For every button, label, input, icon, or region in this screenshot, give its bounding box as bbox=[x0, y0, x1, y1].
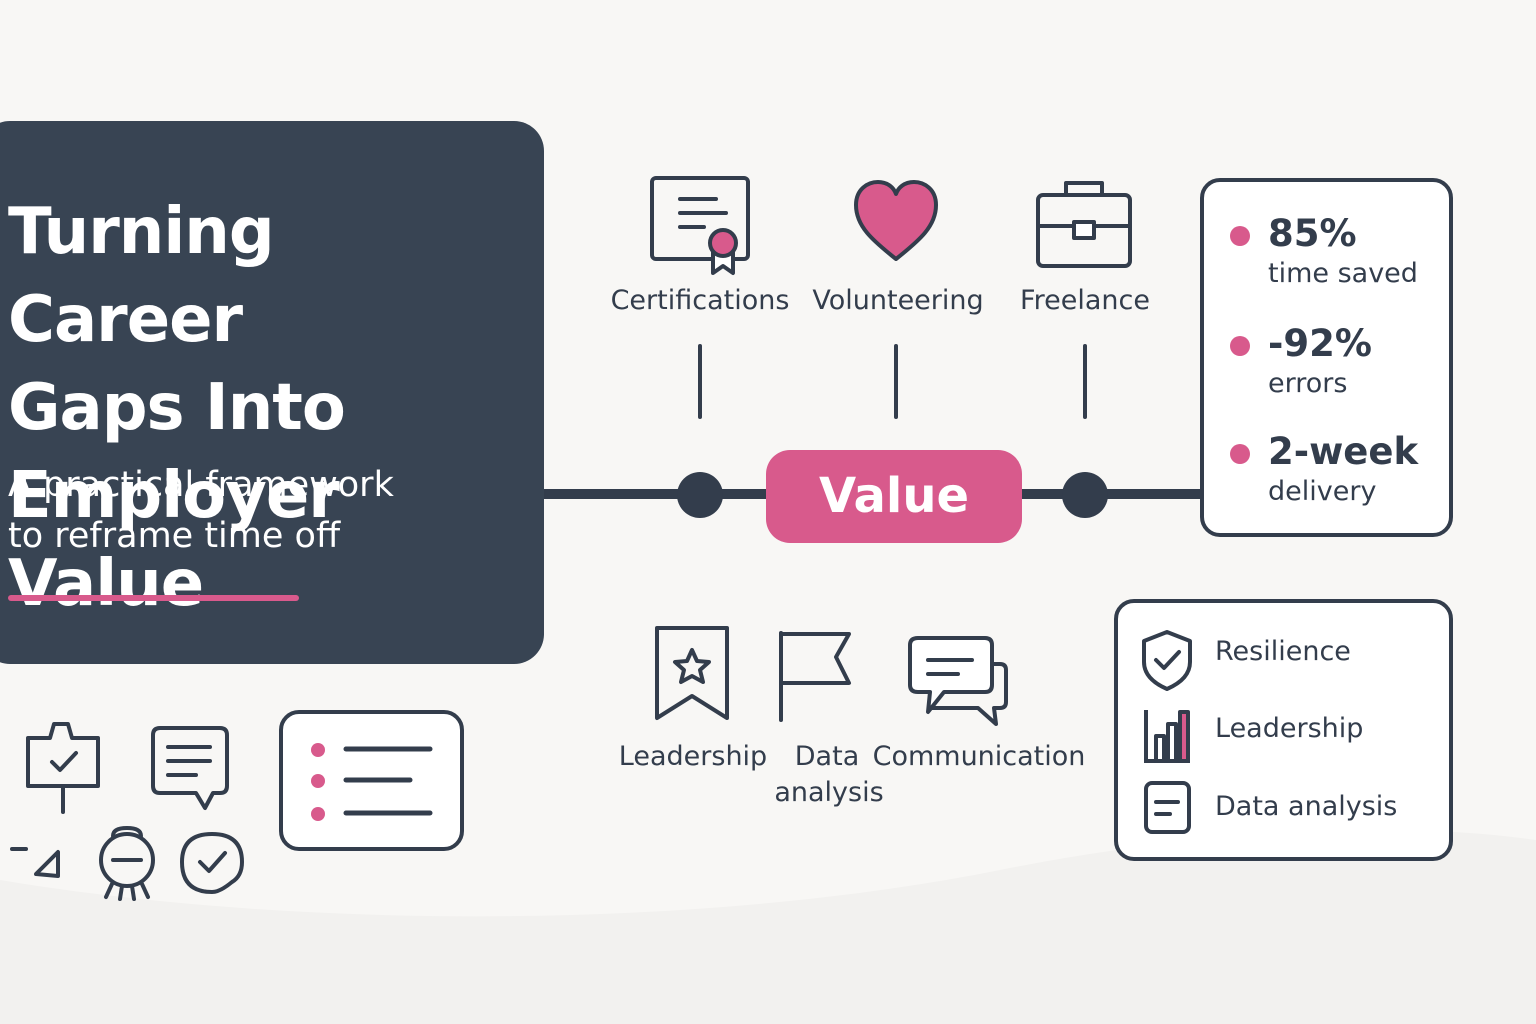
stat-bullet bbox=[1230, 336, 1250, 356]
bar-chart-icon bbox=[1144, 710, 1190, 763]
stat-value: -92% bbox=[1268, 322, 1372, 365]
stats-card: 85% time saved -92% errors 2-week delive… bbox=[1200, 178, 1453, 537]
flag-icon bbox=[779, 631, 851, 722]
input-label-freelance: Freelance bbox=[1020, 285, 1150, 316]
document-icon bbox=[1144, 781, 1191, 834]
node-right bbox=[1062, 472, 1108, 518]
page-title: Turning Career Gaps Into Employer Value bbox=[8, 188, 528, 628]
trait-label-data-analysis: Data analysis bbox=[1215, 791, 1398, 822]
title-line-1: Turning Career bbox=[8, 195, 275, 357]
skill-label-communication: Communication bbox=[872, 741, 1086, 772]
chat-bubbles-icon bbox=[908, 636, 1008, 726]
subtitle-line-1: A practical framework bbox=[8, 465, 394, 505]
title-line-3: Employer Value bbox=[8, 459, 340, 621]
traits-card: Resilience Leadership Data analysis bbox=[1114, 599, 1453, 861]
list-lines bbox=[311, 743, 325, 821]
star-ribbon-icon bbox=[655, 626, 729, 720]
certificate-icon bbox=[650, 176, 750, 275]
node-left bbox=[677, 472, 723, 518]
subtitle-line-2: to reframe time off bbox=[8, 516, 341, 556]
skill-label-data: Data bbox=[794, 741, 860, 772]
shield-check-icon bbox=[1142, 630, 1192, 691]
title-card bbox=[0, 121, 544, 664]
title-line-2: Gaps Into bbox=[8, 371, 346, 445]
trait-label-resilience: Resilience bbox=[1215, 636, 1351, 667]
heart-icon bbox=[854, 180, 938, 261]
corner-marks-icon bbox=[10, 847, 60, 878]
stat-item: -92% errors bbox=[1230, 322, 1372, 402]
trait-label-leadership: Leadership bbox=[1215, 713, 1364, 744]
stat-item: 2-week delivery bbox=[1230, 430, 1419, 510]
accent-rule bbox=[8, 595, 299, 601]
message-icon bbox=[151, 726, 229, 810]
skill-label-leadership: Leadership bbox=[618, 741, 768, 772]
stat-label: time saved bbox=[1268, 258, 1418, 289]
stat-value: 85% bbox=[1268, 212, 1357, 255]
stat-bullet bbox=[1230, 226, 1250, 246]
stat-label: delivery bbox=[1268, 476, 1377, 507]
stat-label: errors bbox=[1268, 368, 1348, 399]
page-subtitle: A practical framework to reframe time of… bbox=[8, 460, 394, 562]
stat-bullet bbox=[1230, 444, 1250, 464]
value-node: Value bbox=[766, 450, 1022, 543]
input-label-volunteering: Volunteering bbox=[812, 285, 984, 316]
robot-icon bbox=[99, 826, 155, 901]
briefcase-icon bbox=[1036, 181, 1132, 268]
signpost-check-icon bbox=[26, 722, 100, 814]
input-label-certifications: Certifications bbox=[610, 285, 790, 316]
stat-value: 2-week bbox=[1268, 430, 1419, 473]
skill-label-analysis: analysis bbox=[774, 777, 884, 808]
check-badge-icon bbox=[180, 832, 244, 894]
stat-item: 85% time saved bbox=[1230, 212, 1418, 292]
